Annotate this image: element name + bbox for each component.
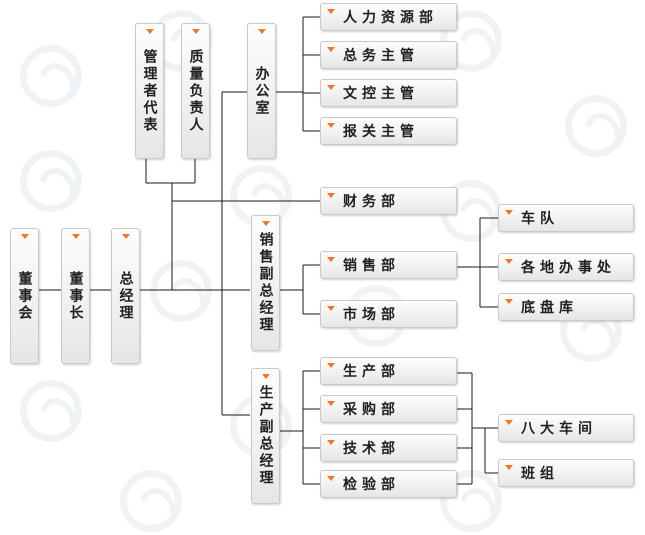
node-label: 文控主管 (343, 86, 419, 102)
node-quality-manager: 质量负责人 (181, 23, 210, 159)
node-label: 办公室 (253, 65, 270, 117)
node-sales-department: 销售部 (320, 251, 457, 279)
watermark-logo (120, 470, 182, 532)
node-label: 技术部 (343, 441, 400, 457)
node-marketing-department: 市场部 (320, 300, 457, 328)
node-human-resources: 人力资源部 (320, 3, 457, 31)
node-label: 销售副总经理 (257, 232, 274, 334)
node-label: 总经理 (117, 270, 134, 322)
watermark-logo (440, 470, 502, 532)
node-chairman: 董事长 (61, 228, 90, 364)
node-production-vp: 生产副总经理 (251, 368, 280, 504)
node-document-control: 文控主管 (320, 79, 457, 107)
node-label: 各地办事处 (521, 260, 616, 276)
watermark-logo (20, 380, 82, 442)
node-label: 质量负责人 (187, 48, 204, 134)
node-label: 财务部 (343, 194, 400, 210)
node-label: 车队 (521, 211, 559, 227)
node-customs-declaration: 报关主管 (320, 117, 457, 145)
watermark-logo (565, 95, 627, 157)
node-label: 销售部 (343, 258, 400, 274)
node-purchasing-department: 采购部 (320, 395, 457, 423)
node-sales-vp: 销售副总经理 (251, 215, 280, 351)
node-chassis-warehouse: 底盘库 (498, 293, 634, 321)
watermark-logo (150, 260, 212, 322)
node-eight-workshops: 八大车间 (498, 414, 634, 442)
watermark-logo (20, 45, 82, 107)
node-inspection-department: 检验部 (320, 470, 457, 498)
node-label: 生产副总经理 (257, 385, 274, 487)
node-fleet: 车队 (498, 204, 634, 232)
node-label: 董事会 (16, 270, 33, 322)
node-board-of-directors: 董事会 (10, 228, 39, 364)
node-regional-offices: 各地办事处 (498, 253, 634, 281)
node-technical-department: 技术部 (320, 434, 457, 462)
node-label: 市场部 (343, 307, 400, 323)
node-label: 班组 (521, 466, 559, 482)
node-label: 总务主管 (343, 48, 419, 64)
node-label: 八大车间 (521, 421, 597, 437)
node-office: 办公室 (247, 23, 276, 159)
node-work-teams: 班组 (498, 459, 634, 487)
node-production-department: 生产部 (320, 357, 457, 385)
node-label: 报关主管 (343, 124, 419, 140)
node-label: 检验部 (343, 477, 400, 493)
watermark-logo (20, 150, 82, 212)
node-label: 底盘库 (521, 300, 578, 316)
node-label: 人力资源部 (343, 10, 438, 26)
node-general-manager: 总经理 (111, 228, 140, 364)
node-label: 生产部 (343, 364, 400, 380)
node-label: 采购部 (343, 402, 400, 418)
node-label: 管理者代表 (141, 48, 158, 134)
node-label: 董事长 (67, 270, 84, 322)
node-finance: 财务部 (320, 187, 457, 215)
node-general-affairs: 总务主管 (320, 41, 457, 69)
node-management-representative: 管理者代表 (135, 23, 164, 159)
